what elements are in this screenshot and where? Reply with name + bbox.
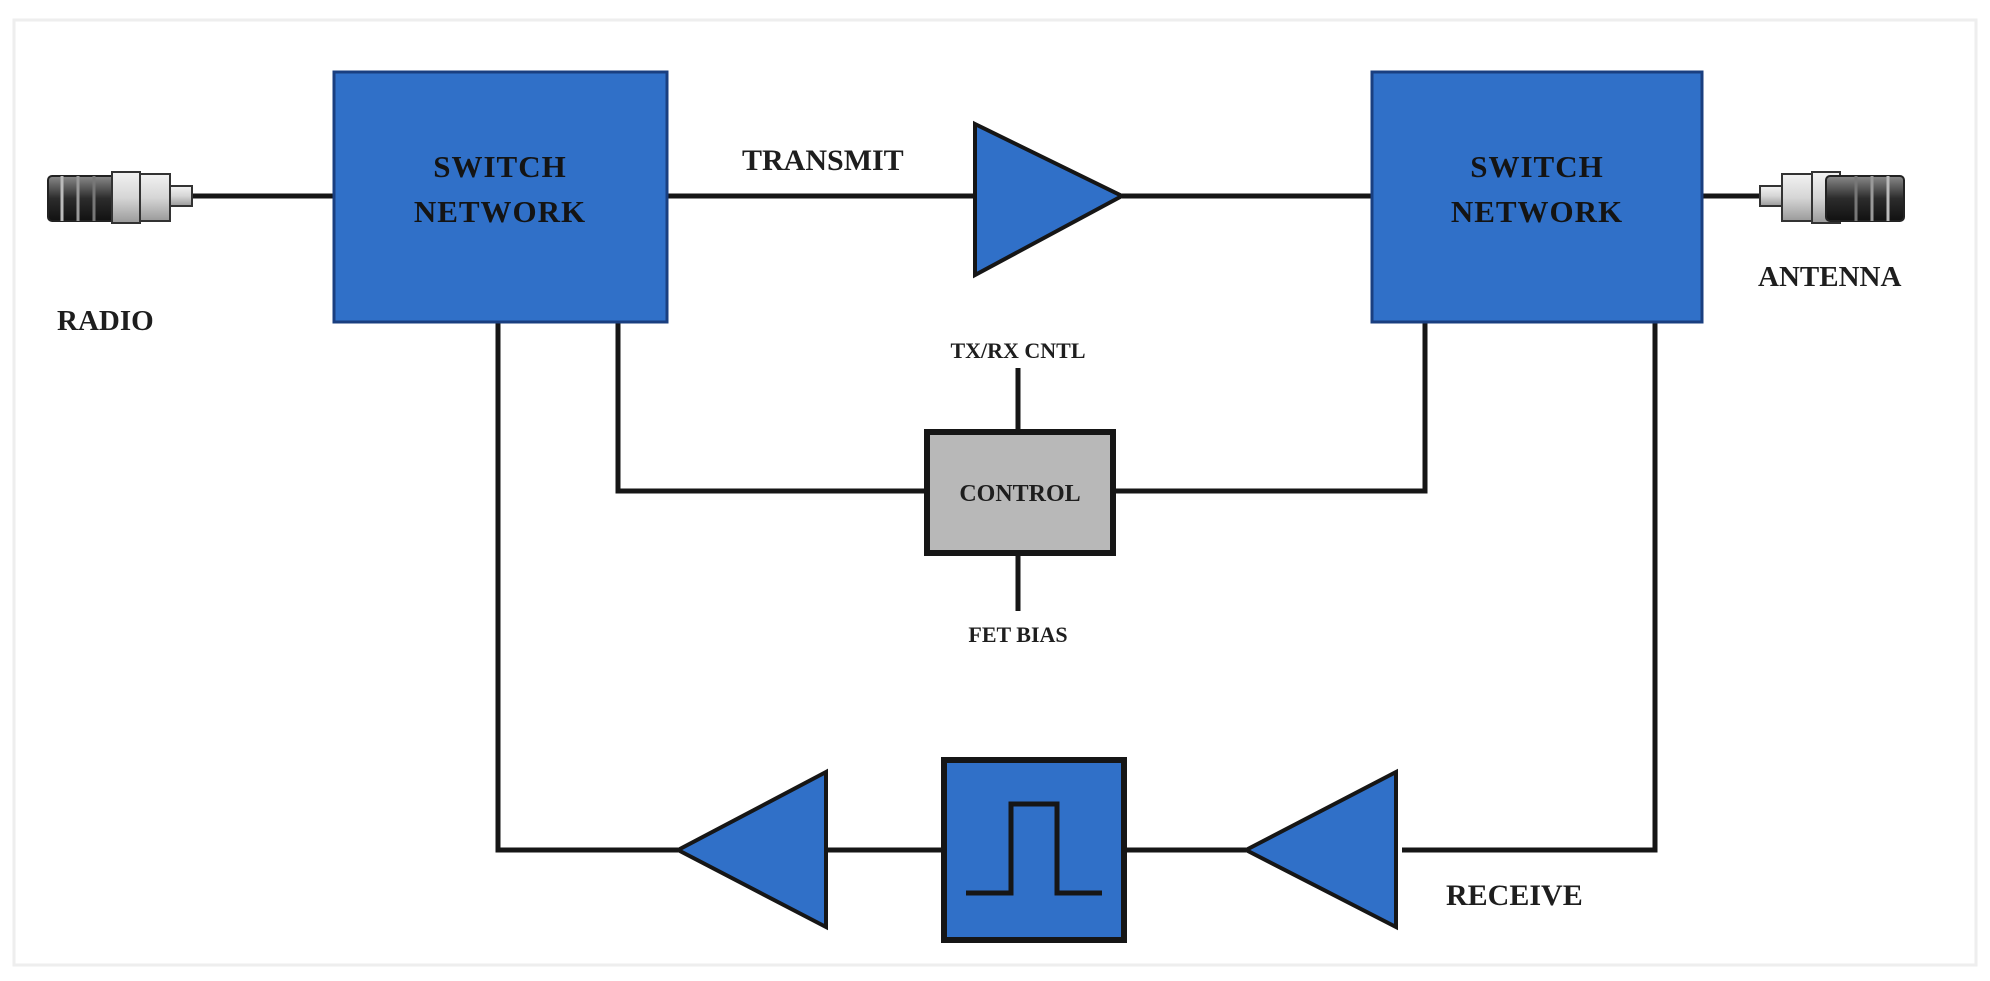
wires bbox=[192, 193, 1760, 853]
txrx-cntl-label: TX/RX CNTL bbox=[950, 338, 1085, 363]
rf-connector-icon bbox=[47, 171, 193, 224]
switch-left-label-2: NETWORK bbox=[414, 194, 586, 229]
amplifier-icon bbox=[1241, 768, 1398, 931]
bandpass-filter-icon bbox=[941, 757, 1127, 943]
amplifier-icon bbox=[973, 120, 1127, 279]
fet-bias-label: FET BIAS bbox=[968, 622, 1067, 647]
radio-label: RADIO bbox=[57, 305, 154, 337]
control-block: CONTROL bbox=[924, 429, 1116, 556]
receive-label: RECEIVE bbox=[1446, 879, 1583, 912]
switch-left-label-1: SWITCH bbox=[433, 149, 566, 184]
switch-right-label-2: NETWORK bbox=[1451, 194, 1623, 229]
transmit-label: TRANSMIT bbox=[742, 144, 904, 177]
switch-network-left: SWITCH NETWORK bbox=[332, 70, 669, 324]
control-label: CONTROL bbox=[959, 481, 1080, 507]
switch-right-label-1: SWITCH bbox=[1470, 149, 1603, 184]
rf-connector-icon bbox=[1759, 171, 1905, 224]
outer-frame bbox=[12, 18, 1978, 967]
antenna-label: ANTENNA bbox=[1758, 261, 1901, 293]
amplifier-icon bbox=[673, 768, 828, 931]
switch-network-right: SWITCH NETWORK bbox=[1370, 70, 1704, 324]
